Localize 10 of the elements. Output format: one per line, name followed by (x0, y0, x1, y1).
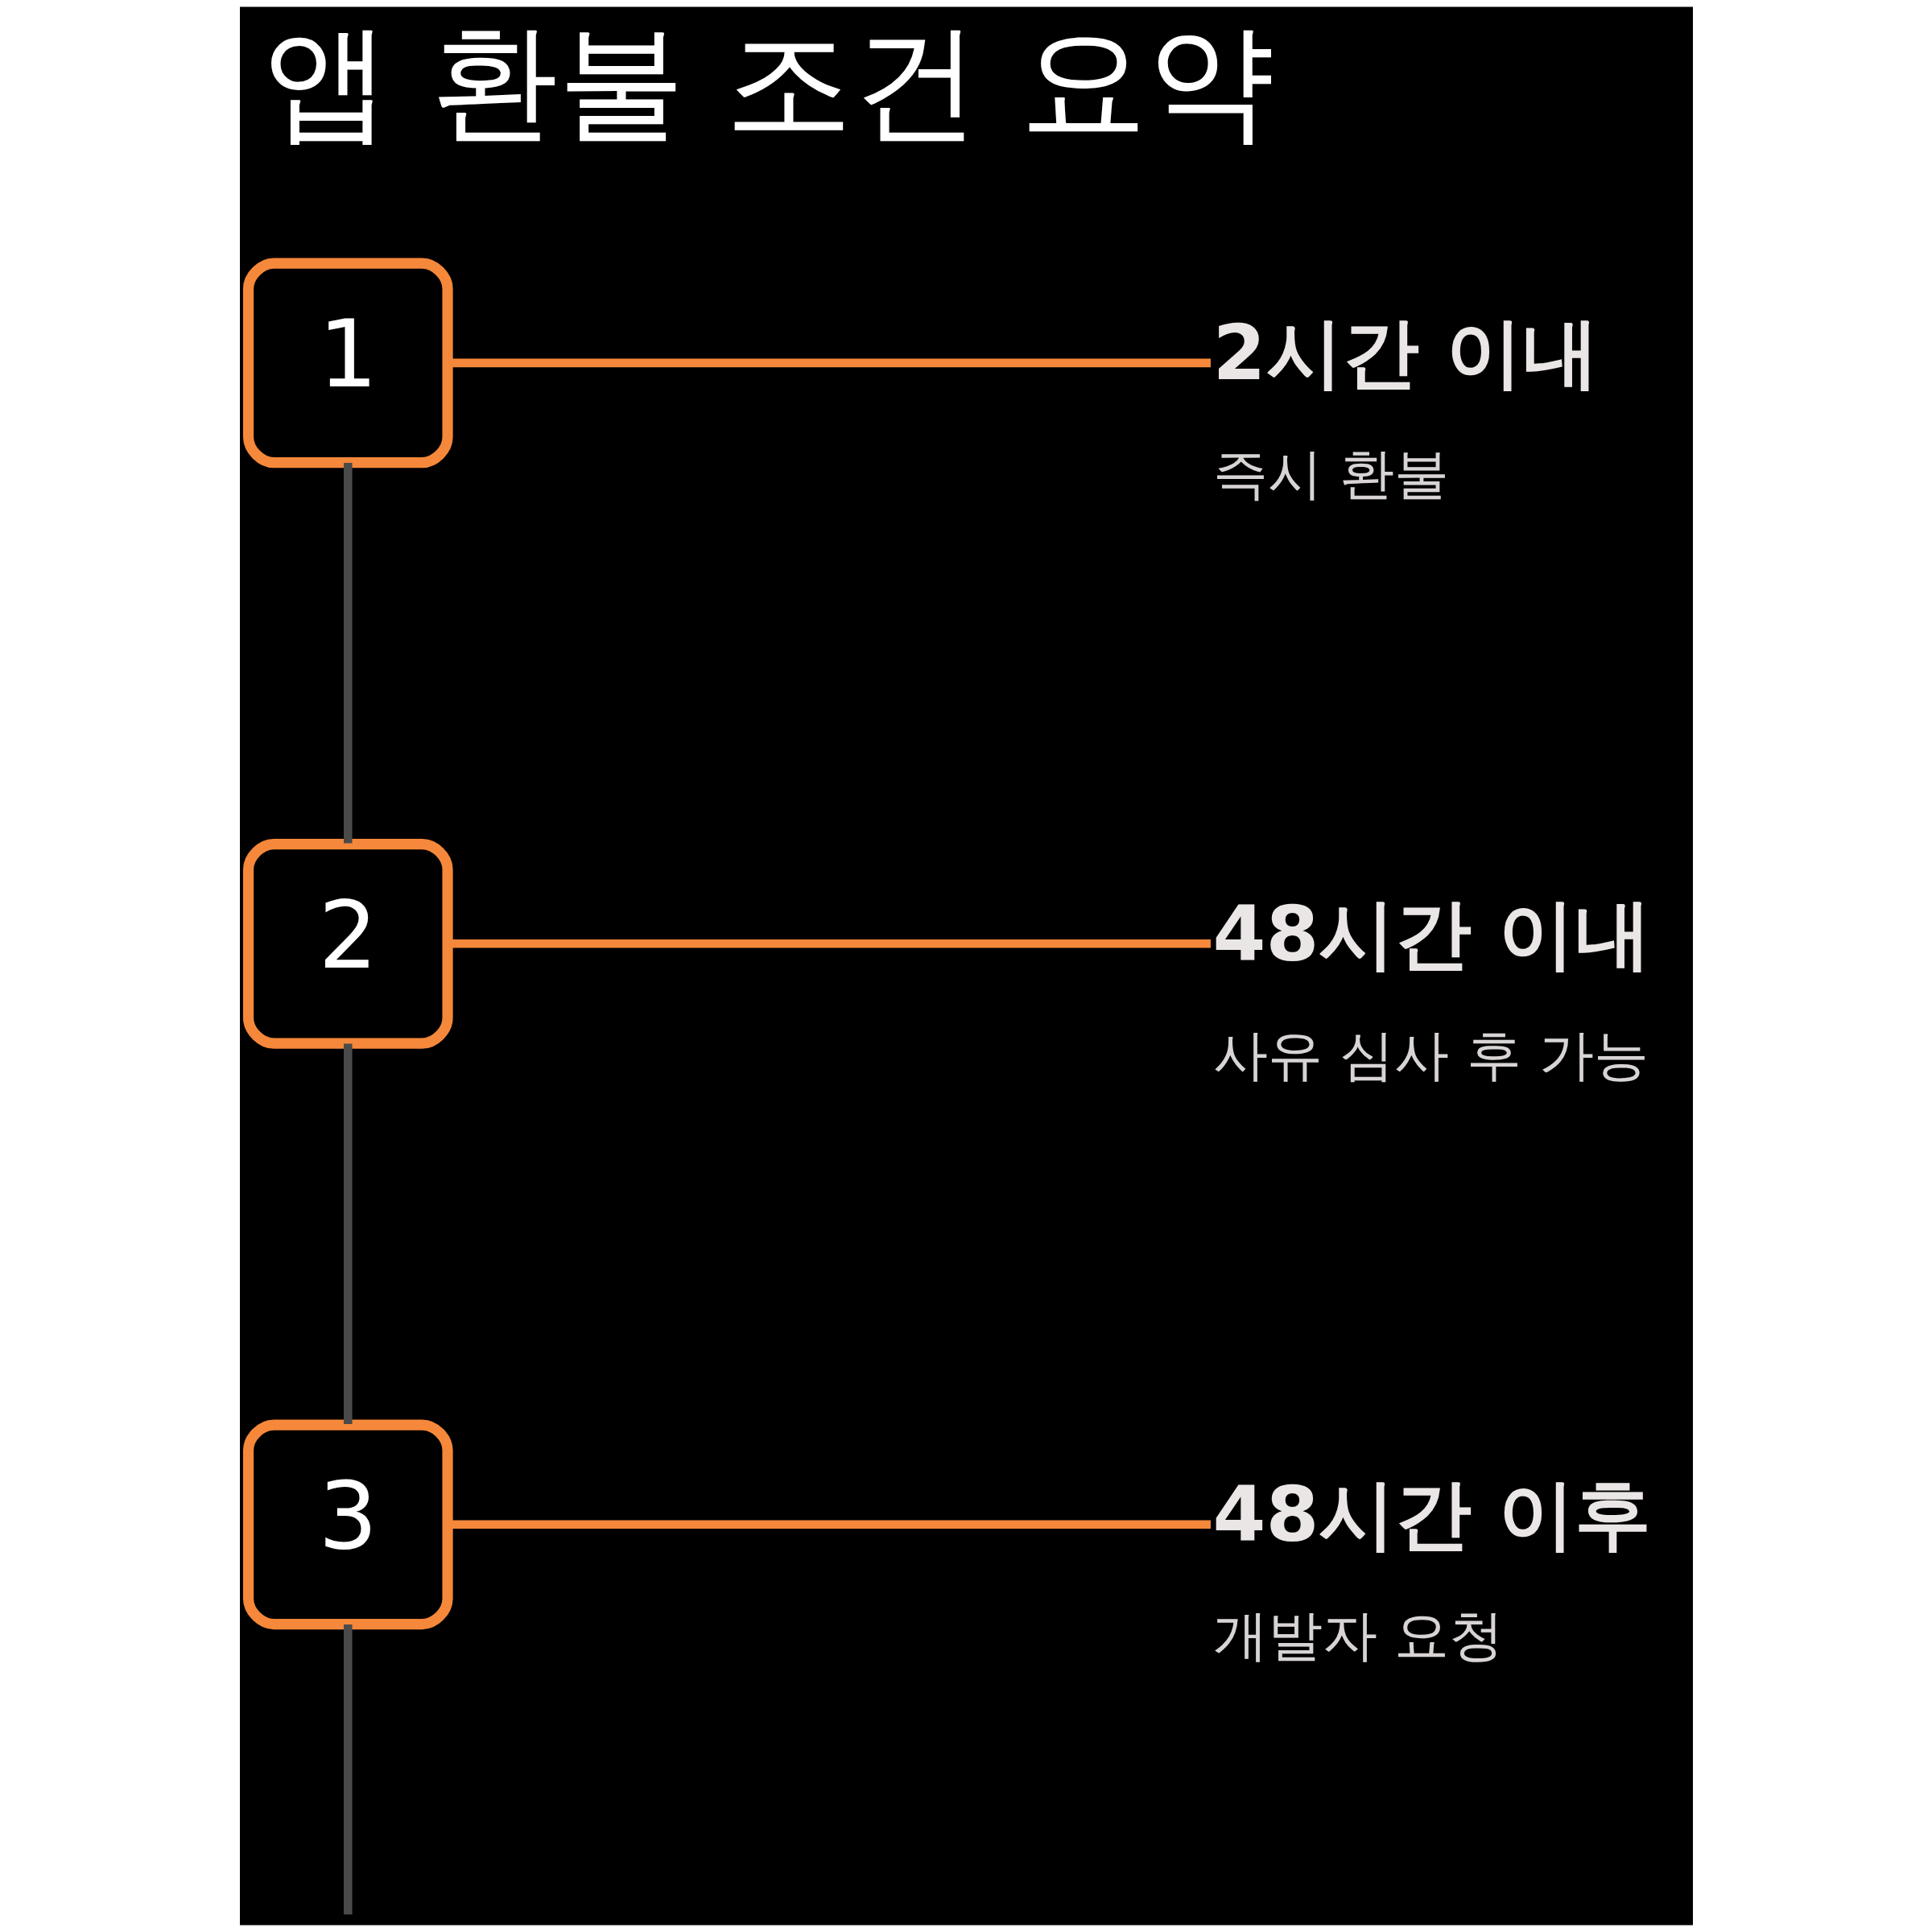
connector (343, 1043, 353, 1425)
node-box: 1 (242, 258, 453, 469)
node-text: 48시간 이내 사유 심사 후 가능 (1212, 889, 1652, 1087)
connector (343, 1624, 353, 1915)
connector (343, 463, 353, 844)
node-box: 2 (242, 839, 453, 1049)
node-text: 2시간 이내 즉시 환불 (1212, 308, 1599, 506)
diagram-title: 앱 환불 조건 요약 (262, 6, 1274, 155)
node-box: 3 (242, 1419, 453, 1630)
node-text: 48시간 이후 개발자 요청 (1212, 1470, 1652, 1668)
